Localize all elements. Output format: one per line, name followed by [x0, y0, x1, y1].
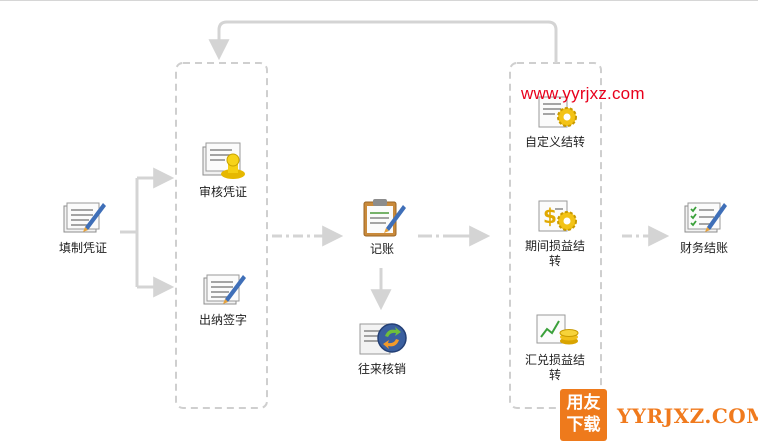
node-label: 填制凭证 [58, 241, 107, 255]
reconcile-icon [359, 323, 407, 355]
node-label: 审核凭证 [198, 185, 247, 199]
fill-branch-connector [120, 178, 139, 287]
checklist-pen-icon [684, 202, 727, 233]
watermark-site: YYRJXZ.COM [617, 404, 758, 428]
dollar-gear-icon: $ [538, 200, 577, 232]
top-border [0, 0, 758, 1]
watermark-url: www.yyrjxz.com [521, 84, 645, 103]
watermark-badge-bottom: 下载 [566, 415, 601, 435]
node-fx-pl-transfer[interactable]: 汇兑损益结 转 [524, 311, 586, 383]
node-fill-voucher[interactable]: 填制凭证 [52, 197, 114, 256]
voucher-stamp-icon [202, 142, 245, 179]
node-label: 期间损益结 转 [524, 239, 585, 268]
watermark-badge-top: 用友 [566, 393, 601, 413]
node-cashier-sign[interactable]: 出纳签字 [193, 269, 253, 328]
clipboard-pen-icon [363, 199, 406, 237]
node-close-books[interactable]: 财务结账 [673, 197, 735, 256]
node-post-ledger[interactable]: 记账 [356, 196, 408, 257]
svg-text:$: $ [543, 204, 557, 228]
watermark-badge: 用友 下载 [560, 389, 607, 441]
node-audit-voucher[interactable]: 审核凭证 [193, 139, 253, 200]
node-label: 财务结账 [679, 241, 728, 255]
node-label: 自定义结转 [524, 135, 585, 149]
node-label: 出纳签字 [198, 313, 247, 327]
return-loop-arrow [208, 20, 558, 63]
node-reconcile[interactable]: 往来核销 [352, 318, 412, 377]
node-label: 记账 [369, 242, 394, 256]
chart-coins-icon [536, 314, 579, 345]
voucher-pen-icon [63, 202, 106, 233]
node-label: 汇兑损益结 转 [524, 353, 585, 382]
review-group-box [175, 62, 268, 409]
voucher-pen-icon [203, 274, 246, 305]
node-pl-transfer[interactable]: $ 期间损益结 转 [524, 197, 586, 269]
node-label: 往来核销 [357, 362, 406, 376]
document-gear-icon [538, 96, 577, 128]
node-custom-transfer[interactable]: 自定义结转 [520, 93, 590, 150]
